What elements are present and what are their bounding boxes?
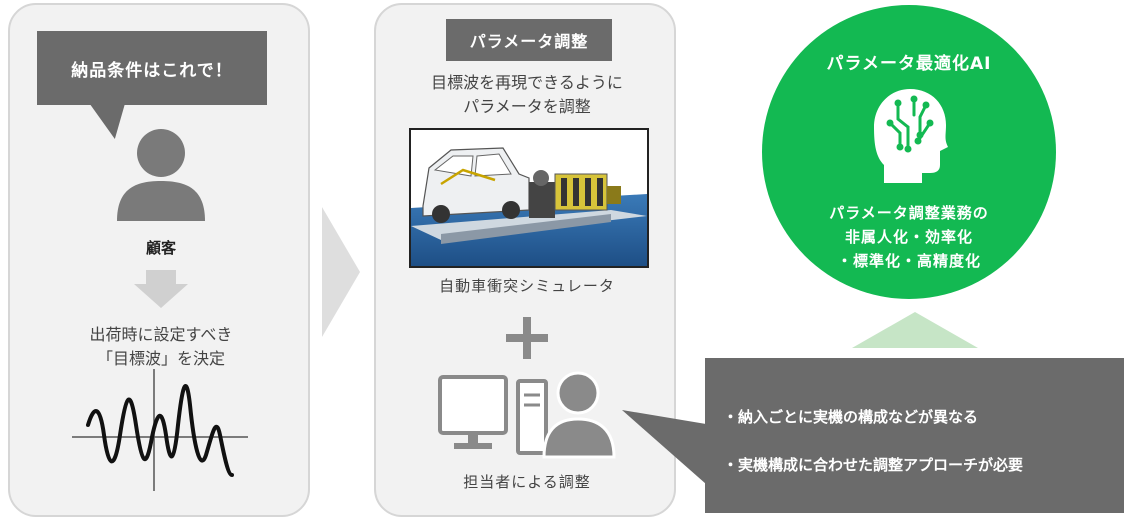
simulator-label: 自動車衝突シミュレータ	[439, 277, 615, 295]
operator-label: 担当者による調整	[463, 473, 591, 491]
target-wave-text-line1: 出荷時に設定すべき	[89, 325, 233, 344]
target-waveform-graphic	[72, 369, 248, 491]
plus-icon	[506, 317, 548, 359]
tuning-tag-text: パラメータ調整	[469, 32, 589, 51]
operator-workstation-icon	[438, 371, 616, 459]
crash-simulator-image	[409, 128, 649, 268]
tuning-description-line1: 目標波を再現できるように	[431, 73, 623, 92]
tuning-description-line2: パラメータを調整	[463, 97, 591, 116]
note-line-1: ・納入ごとに実機の構成などが異なる	[723, 408, 979, 426]
tuning-description: 目標波を再現できるように パラメータを調整	[376, 71, 678, 119]
tuning-panel: パラメータ調整 目標波を再現できるように パラメータを調整	[374, 3, 676, 517]
ai-description-line3: ・標準化・高精度化	[836, 252, 981, 270]
note-pointer	[622, 410, 706, 484]
customer-panel: 納品条件はこれで！ 顧客 出荷時に設定すべき 「目標波」を決定	[8, 3, 310, 517]
tuning-tag: パラメータ調整	[446, 19, 612, 61]
up-arrow-icon	[852, 312, 978, 348]
note-line-2: ・実機構成に合わせた調整アプローチが必要	[723, 456, 1024, 474]
note-box: ・納入ごとに実機の構成などが異なる ・実機構成に合わせた調整アプローチが必要	[705, 358, 1124, 513]
down-arrow-icon	[134, 270, 188, 308]
ai-head-icon	[874, 89, 948, 183]
flow-arrow-icon	[322, 207, 360, 337]
crash-simulator-illustration	[411, 130, 647, 266]
ai-circle: パラメータ最適化AI パラメータ調整業務の 非属人化・効率化 ・標準化・高精度化	[762, 5, 1056, 299]
customer-label: 顧客	[145, 239, 176, 257]
customer-person-icon	[117, 129, 205, 221]
target-wave-text: 出荷時に設定すべき 「目標波」を決定	[10, 323, 312, 371]
ai-description-line2: 非属人化・効率化	[844, 228, 973, 246]
speech-bubble: 納品条件はこれで！	[37, 31, 267, 105]
target-wave-text-line2: 「目標波」を決定	[96, 349, 225, 368]
ai-description-line1: パラメータ調整業務の	[829, 204, 989, 222]
bubble-text: 納品条件はこれで！	[71, 60, 233, 81]
ai-title: パラメータ最適化AI	[826, 54, 992, 74]
ai-description: パラメータ調整業務の 非属人化・効率化 ・標準化・高精度化	[762, 201, 1056, 273]
